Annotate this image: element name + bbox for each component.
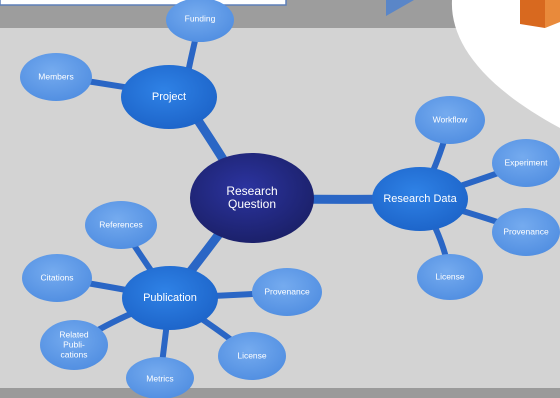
leaf-related-line1: Related <box>59 329 89 339</box>
hub-publication[interactable]: Publication <box>122 266 218 330</box>
leaf-provenance-data[interactable]: Provenance <box>492 208 560 256</box>
hub-project[interactable]: Project <box>121 65 217 129</box>
leaf-experiment[interactable]: Experiment <box>492 139 560 187</box>
leaf-funding-label: Funding <box>185 13 216 23</box>
leaf-funding[interactable]: Funding <box>166 0 234 42</box>
leaf-license-data-label: License <box>435 271 465 281</box>
leaf-license-pub-label: License <box>237 350 267 360</box>
leaf-workflow[interactable]: Workflow <box>415 96 485 144</box>
center-research-question[interactable]: Research Question <box>190 153 314 243</box>
leaf-references-label: References <box>99 219 142 229</box>
cube-icon <box>520 0 560 28</box>
leaf-references[interactable]: References <box>85 201 157 249</box>
top-left-frame <box>0 0 287 6</box>
leaf-members[interactable]: Members <box>20 53 92 101</box>
leaf-provenance-pub[interactable]: Provenance <box>252 268 322 316</box>
leaf-metrics-label: Metrics <box>146 373 173 383</box>
leaf-metrics[interactable]: Metrics <box>126 357 194 398</box>
white-blob <box>451 0 560 128</box>
hub-research-data[interactable]: Research Data <box>372 167 468 231</box>
leaf-citations[interactable]: Citations <box>22 254 92 302</box>
hub-research-data-label: Research Data <box>383 193 457 205</box>
center-label-line1: Research <box>226 184 277 198</box>
bottom-band <box>0 388 560 398</box>
leaf-provenance-data-label: Provenance <box>503 226 549 236</box>
leaf-experiment-label: Experiment <box>505 157 549 167</box>
leaf-license-pub[interactable]: License <box>218 332 286 380</box>
leaf-workflow-label: Workflow <box>433 114 469 124</box>
leaf-members-label: Members <box>38 71 73 81</box>
leaf-license-data[interactable]: License <box>417 254 483 300</box>
leaf-related-publications[interactable]: Related Publi- cations <box>40 320 108 370</box>
leaf-related-line2: Publi- <box>63 339 85 349</box>
leaf-citations-label: Citations <box>40 272 73 282</box>
hub-publication-label: Publication <box>143 292 197 304</box>
center-label-line2: Question <box>228 197 276 211</box>
decorative-triangle <box>386 0 414 16</box>
leaf-provenance-pub-label: Provenance <box>264 286 310 296</box>
hub-project-label: Project <box>152 91 186 103</box>
leaf-related-line3: cations <box>61 349 88 359</box>
